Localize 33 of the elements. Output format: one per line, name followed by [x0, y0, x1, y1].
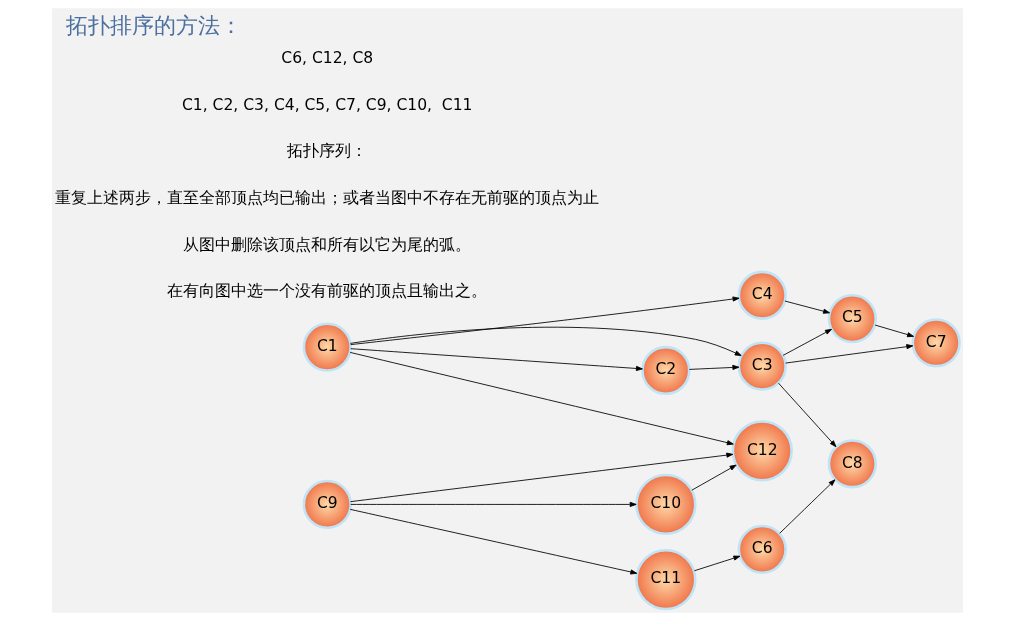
- arrow: [778, 382, 837, 448]
- label: 从图中删除该顶点和所有以它为尾的弧。: [183, 235, 472, 254]
- node-circle: C1: [302, 322, 352, 372]
- node-circle: C4: [737, 270, 787, 320]
- arrow: [779, 479, 836, 534]
- arrow: [693, 555, 741, 572]
- arrow: [784, 300, 830, 314]
- label: C6, C12, C8: [281, 49, 374, 68]
- arrow: [349, 326, 742, 356]
- arrow: [350, 452, 734, 503]
- arrow: [350, 296, 740, 346]
- arrow: [350, 348, 643, 371]
- arrow: [874, 324, 914, 338]
- node-circle: C9: [302, 479, 352, 530]
- label: C1, C2, C3, C4, C5, C7, C9, C10, C11: [182, 95, 473, 114]
- arrow: [691, 464, 737, 491]
- arrow: [350, 501, 637, 507]
- arrow: [349, 352, 734, 446]
- node-circle: C7: [911, 318, 961, 368]
- label: 在有向图中选一个没有前驱的顶点且输出之。: [167, 282, 488, 301]
- node-circle: C2: [641, 345, 691, 396]
- node-circle: C3: [737, 341, 787, 391]
- arrow: [688, 364, 740, 370]
- node-circle: C11: [635, 548, 697, 611]
- arrow: [782, 328, 832, 356]
- node-circle: C6: [737, 524, 787, 574]
- node-circle: C5: [827, 293, 877, 344]
- label: 重复上述两步，直至全部顶点均已输出；或者当图中不存在无前驱的顶点为止: [55, 189, 600, 208]
- arrow: [349, 508, 638, 575]
- diagram-title: 拓扑排序的方法：: [65, 12, 242, 39]
- node-circle: C10: [635, 473, 697, 536]
- label: 拓扑序列：: [287, 142, 368, 161]
- arrow: [785, 344, 914, 364]
